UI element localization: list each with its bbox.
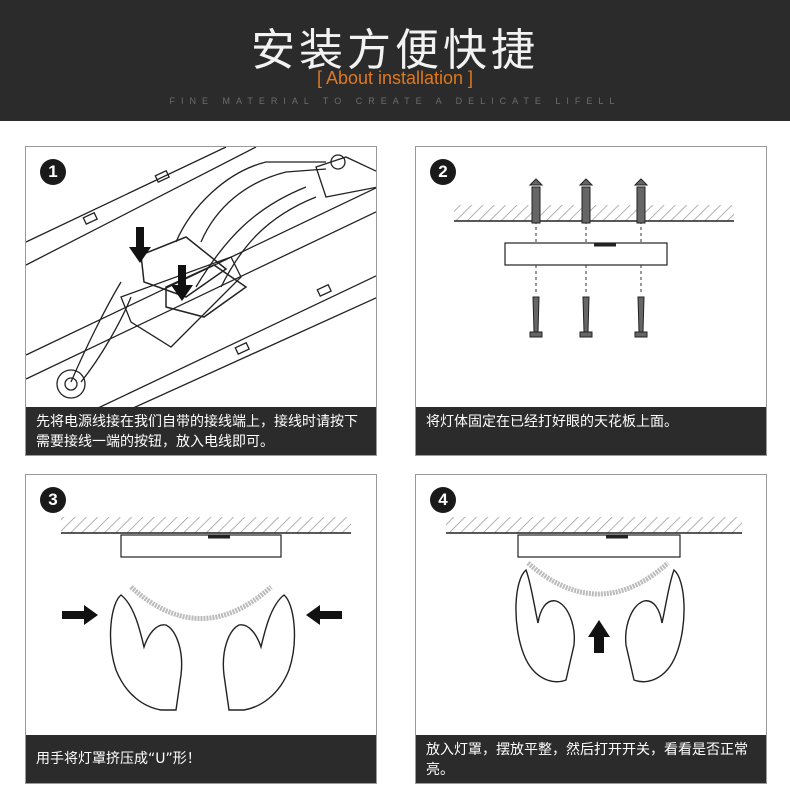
page-tagline: FINE MATERIAL TO CREATE A DELICATE LIFEL… <box>169 96 621 106</box>
page-title: 安装方便快捷 <box>251 25 539 76</box>
header-banner: 安装方便快捷 [ About installation ] FINE MATER… <box>0 0 790 121</box>
step-caption-3: 用手将灯罩挤压成“U”形！ <box>26 735 376 783</box>
insert-shade-illustration <box>446 517 742 683</box>
step-number-4: 4 <box>430 487 456 513</box>
wiring-illustration <box>26 147 376 409</box>
ceiling-mount-illustration <box>454 178 734 338</box>
step-panel-4: 4 放入灯罩，摆放平整，然后打开开关，看看是否正常亮。 <box>415 474 767 784</box>
step-panel-2: 2 将灯体固定在已经打好眼的天花板上面。 <box>415 146 767 456</box>
step-number-3: 3 <box>40 487 66 513</box>
step-caption-2: 将灯体固定在已经打好眼的天花板上面。 <box>416 407 766 455</box>
squeeze-shade-illustration <box>61 517 351 711</box>
step-number-2: 2 <box>430 159 456 185</box>
step-caption-1: 先将电源线接在我们自带的接线端上，接线时请按下需要接线一端的按钮，放入电线即可。 <box>26 407 376 455</box>
step-number-1: 1 <box>40 159 66 185</box>
page-subtitle: [ About installation ] <box>316 68 474 88</box>
step-panel-3: 3 用手将灯罩挤压成“U”形！ <box>25 474 377 784</box>
step-caption-4: 放入灯罩，摆放平整，然后打开开关，看看是否正常亮。 <box>416 735 766 783</box>
step-panel-1: 1 先将电源线接在我们自带的接线端上，接线时请按下需要接线一端的按钮，放入电线即… <box>25 146 377 456</box>
